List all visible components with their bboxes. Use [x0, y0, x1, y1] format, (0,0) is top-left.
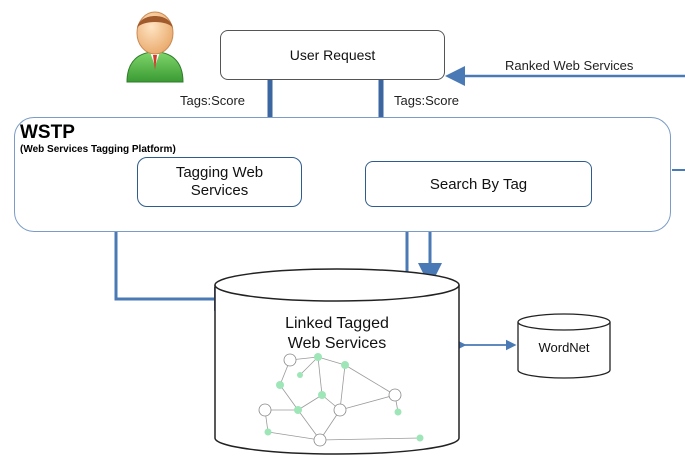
database-title: Linked Tagged Web Services — [215, 314, 459, 354]
user-request-label: User Request — [289, 47, 376, 63]
tagging-label-line1: Tagging Web — [175, 164, 264, 181]
search-by-tag-box: Search By Tag — [365, 161, 592, 207]
search-by-tag-label: Search By Tag — [429, 175, 528, 193]
database-title-line2: Web Services — [287, 335, 387, 352]
tagging-label-line2: Services — [190, 182, 249, 199]
wstp-subtitle: (Web Services Tagging Platform) — [20, 144, 176, 155]
wordnet-label: WordNet — [538, 340, 590, 355]
user-icon — [126, 11, 184, 83]
tags-score-label-left: Tags:Score — [180, 93, 246, 108]
user-request-box: User Request — [220, 30, 445, 80]
tags-score-label-right: Tags:Score — [394, 93, 460, 108]
wstp-title: WSTP — [20, 122, 75, 143]
ranked-web-services-label: Ranked Web Services — [505, 58, 634, 73]
tagging-web-services-box: Tagging Web Services — [137, 157, 302, 207]
database-title-line1: Linked Tagged — [285, 315, 389, 332]
